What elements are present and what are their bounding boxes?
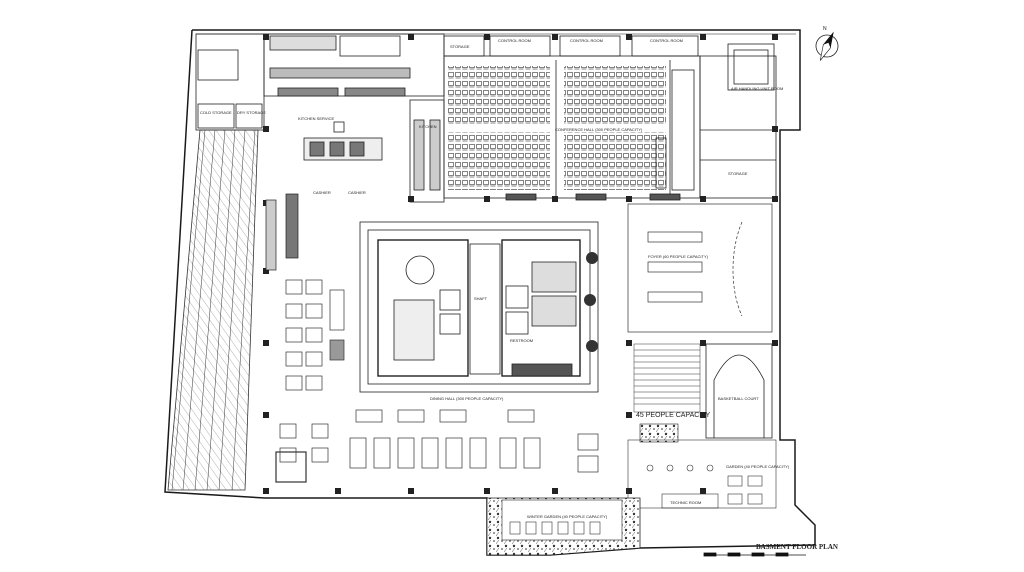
north-label: N [823, 26, 827, 32]
kitchen-area [263, 33, 445, 203]
control-room-label-3: CONTROL ROOM [650, 38, 683, 43]
central-core [359, 221, 599, 393]
storage-top-label: STORAGE [450, 44, 470, 49]
garden-area [627, 439, 777, 509]
conference-hall-label: CONFERENCE HALL (300 PEOPLE CAPACITY) [555, 127, 643, 132]
control-rooms [443, 35, 699, 57]
air-handling-label: AIR HANDLING UNIT ROOM [731, 86, 783, 91]
air-handling-room [699, 43, 777, 199]
cashier-label-1: CASHIER [313, 190, 331, 195]
basketball-court-label: BASKETBALL COURT [718, 396, 759, 401]
control-room-label-1: CONTROL ROOM [498, 38, 531, 43]
shaft-label: SHAFT [474, 296, 488, 301]
drawing-title: BASMENT FLOOR PLAN [756, 543, 838, 551]
garden-label: GARDEN (40 PEOPLE CAPACITY) [726, 464, 790, 469]
control-room-label-2: CONTROL ROOM [570, 38, 603, 43]
storage-right-label: STORAGE [728, 171, 748, 176]
winter-garden-label: WINTER GARDEN (40 PEOPLE CAPACITY) [527, 514, 608, 519]
kitchen-label: KITCHEN [419, 124, 437, 129]
dry-storage-label: DRY STORAGE [237, 110, 266, 115]
structural-columns [263, 34, 778, 494]
storage-block [195, 33, 265, 131]
foyer-area [627, 203, 773, 333]
north-arrow-icon [815, 31, 839, 61]
cashier-label-2: CASHIER [348, 190, 366, 195]
planters [584, 252, 598, 352]
counters [265, 193, 299, 271]
basketball-court [705, 343, 773, 439]
cold-storage-label: COLD STORAGE [200, 110, 232, 115]
winter-garden [486, 497, 641, 556]
dining-tables [275, 279, 599, 483]
foyer-label: FOYER (60 PEOPLE CAPACITY) [648, 254, 709, 259]
scale-bar [703, 552, 806, 557]
planter-box [639, 423, 679, 443]
stairs [633, 343, 701, 413]
capacity-45-label: 45 PEOPLE CAPACITY [636, 412, 711, 419]
conference-hall [443, 55, 701, 201]
dining-hall-label: DINING HALL (300 PEOPLE CAPACITY) [430, 396, 504, 401]
ramp-strip [167, 129, 259, 491]
technic-room-label: TECHNIC ROOM [670, 500, 701, 505]
kitchen-service-label: KITCHEN SERVICE [298, 116, 334, 121]
restroom-label: RESTROOM [510, 338, 533, 343]
